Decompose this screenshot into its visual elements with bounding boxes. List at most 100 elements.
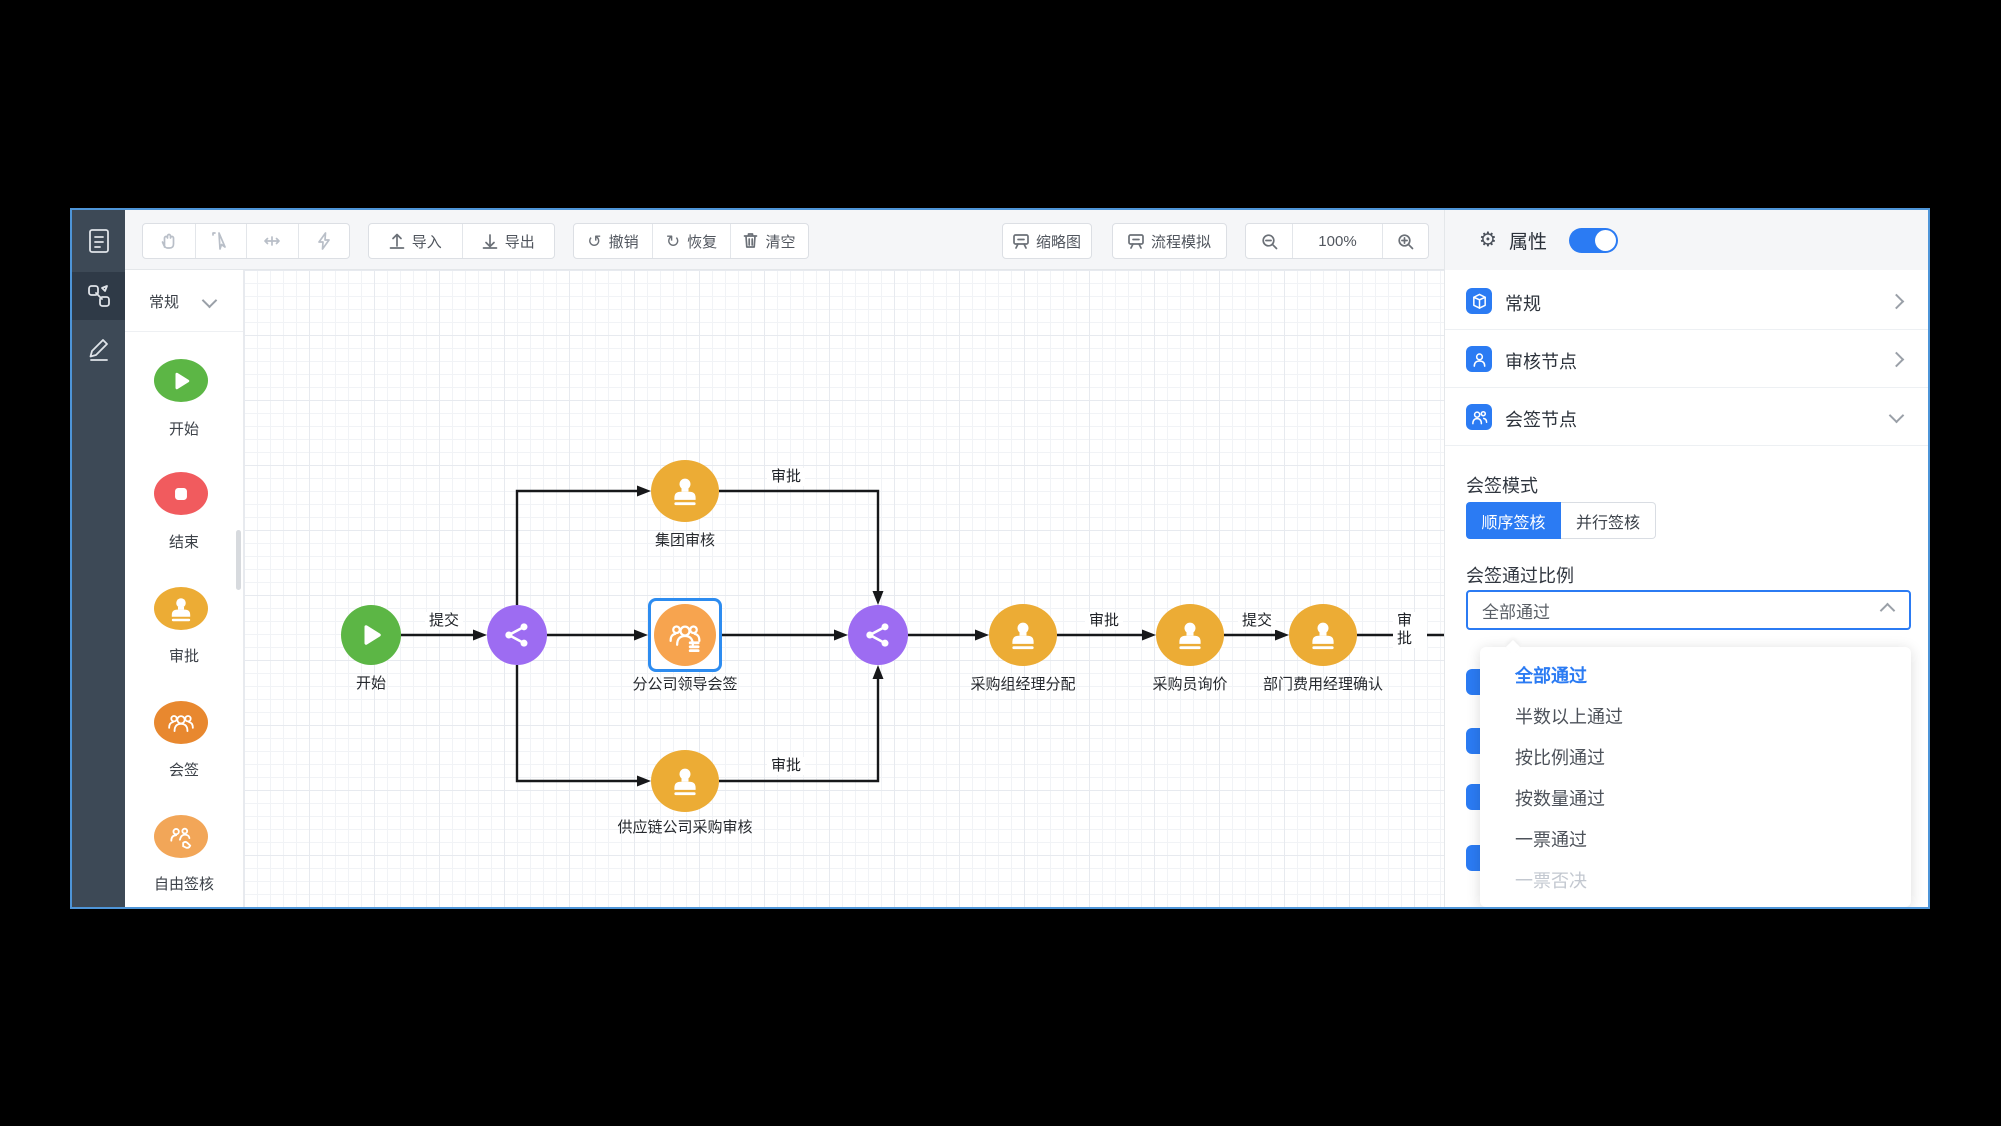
edge-label: 审批 bbox=[766, 468, 806, 486]
section-review-node[interactable]: 审核节点 bbox=[1445, 330, 1928, 388]
approval-node-icon bbox=[1156, 604, 1224, 666]
node-label: 供应链公司采购审核 bbox=[617, 819, 753, 836]
people-icon bbox=[1466, 404, 1492, 430]
clear-label: 清空 bbox=[765, 233, 796, 251]
redo-icon: ↻ bbox=[665, 231, 681, 251]
tool-button-group bbox=[142, 223, 350, 259]
edit-button-group: ↺ 撤销 ↻ 恢复 清空 bbox=[573, 223, 809, 259]
sign-mode-label: 会签模式 bbox=[1466, 476, 1538, 496]
flow-icon[interactable] bbox=[72, 272, 125, 320]
activity-bar bbox=[72, 210, 125, 907]
node-branch-lead-countersign-selected[interactable] bbox=[648, 598, 722, 672]
node-buyer-inquiry[interactable] bbox=[1156, 604, 1224, 666]
properties-header: ⚙ 属性 bbox=[1444, 210, 1928, 270]
simulate-button-wrap: 流程模拟 bbox=[1112, 223, 1227, 259]
chevron-down-icon bbox=[201, 292, 218, 309]
section-general[interactable]: 常规 bbox=[1445, 272, 1928, 330]
person-icon bbox=[1466, 346, 1492, 372]
node-gateway-2[interactable] bbox=[848, 605, 908, 665]
move-tool-button[interactable] bbox=[246, 224, 298, 258]
undo-label: 撤销 bbox=[608, 233, 639, 251]
properties-title: 属性 bbox=[1508, 231, 1547, 253]
section-countersign-node[interactable]: 会签节点 bbox=[1445, 388, 1928, 446]
pass-ratio-label: 会签通过比例 bbox=[1466, 566, 1574, 586]
import-button[interactable]: 导入 bbox=[369, 224, 462, 258]
node-gateway-1[interactable] bbox=[487, 605, 547, 665]
node-group-review[interactable] bbox=[651, 460, 719, 522]
edge-label: 审批 bbox=[766, 757, 806, 775]
dropdown-option-by-count[interactable]: 按数量通过 bbox=[1515, 789, 1605, 809]
node-start[interactable] bbox=[341, 605, 401, 665]
edge-gateway1-group-review bbox=[515, 489, 639, 605]
simulate-icon bbox=[1128, 234, 1144, 249]
io-button-group: 导入 导出 bbox=[368, 223, 555, 259]
form-icon[interactable] bbox=[72, 217, 125, 265]
node-purchase-group-mgr[interactable] bbox=[989, 604, 1057, 666]
approval-node-icon bbox=[154, 587, 208, 630]
chevron-right-icon bbox=[1888, 293, 1905, 310]
free-sign-node-icon bbox=[154, 815, 208, 858]
trash-icon bbox=[744, 233, 758, 248]
palette-scrollbar[interactable] bbox=[236, 530, 241, 590]
node-label: 采购员询价 bbox=[1152, 676, 1228, 693]
zoom-out-button[interactable] bbox=[1246, 224, 1292, 258]
flow-edges[interactable] bbox=[244, 270, 1444, 907]
approval-node-icon bbox=[651, 750, 719, 812]
redo-button[interactable]: ↻ 恢复 bbox=[652, 224, 730, 258]
countersign-node-icon bbox=[154, 701, 208, 744]
sign-mode-sequential[interactable]: 顺序签核 bbox=[1466, 502, 1561, 539]
approval-node-icon bbox=[651, 460, 719, 522]
clear-button[interactable]: 清空 bbox=[730, 224, 808, 258]
sign-mode-parallel[interactable]: 并行签核 bbox=[1561, 502, 1656, 539]
dropdown-option-one-vote-pass[interactable]: 一票通过 bbox=[1515, 830, 1587, 850]
dropdown-option-all-pass[interactable]: 全部通过 bbox=[1515, 666, 1587, 686]
undo-icon: ↺ bbox=[587, 231, 602, 251]
palette-header-label: 常规 bbox=[149, 294, 180, 311]
zoom-in-icon bbox=[1398, 233, 1414, 249]
select-tool-button[interactable] bbox=[194, 224, 247, 258]
pass-ratio-value: 全部通过 bbox=[1482, 602, 1550, 622]
dropdown-option-one-vote-veto[interactable]: 一票否决 bbox=[1515, 871, 1587, 891]
dropdown-option-by-ratio[interactable]: 按比例通过 bbox=[1515, 748, 1605, 768]
hand-tool-button[interactable] bbox=[143, 224, 195, 258]
toggle-knob bbox=[1594, 229, 1616, 251]
undo-button[interactable]: ↺ 撤销 bbox=[574, 224, 652, 258]
gear-icon: ⚙ bbox=[1479, 229, 1497, 251]
node-label: 分公司领导会签 bbox=[632, 676, 738, 693]
simulate-button[interactable]: 流程模拟 bbox=[1113, 224, 1226, 258]
chevron-up-icon bbox=[1879, 602, 1896, 618]
flow-editor-window: 导入 导出 ↺ 撤销 ↻ 恢复 清空 缩略图 bbox=[70, 208, 1930, 909]
chevron-down-icon bbox=[1888, 407, 1905, 424]
properties-toggle[interactable] bbox=[1568, 227, 1618, 253]
properties-panel: 常规 审核节点 会签节点 会签模式 顺序签核 并行签核 会签通过比例 全部通过 bbox=[1444, 270, 1928, 907]
pencil-icon[interactable] bbox=[72, 325, 125, 373]
zoom-level: 100% bbox=[1292, 224, 1381, 258]
node-dept-expense-mgr[interactable] bbox=[1289, 604, 1357, 666]
flow-canvas[interactable]: 提交 审批 审批 审批 提交 审批 开始 集团审核 分公司领导会 bbox=[244, 270, 1444, 907]
edge-label: 提交 bbox=[1237, 612, 1277, 630]
import-label: 导入 bbox=[411, 233, 442, 251]
minimap-button-wrap: 缩略图 bbox=[1002, 223, 1092, 259]
zoom-control-group: 100% bbox=[1245, 223, 1429, 259]
pass-ratio-dropdown: 全部通过 半数以上通过 按比例通过 按数量通过 一票通过 一票否决 bbox=[1480, 647, 1911, 907]
branch-icon bbox=[848, 605, 908, 665]
pass-ratio-select[interactable]: 全部通过 bbox=[1466, 590, 1911, 630]
node-supplychain-review[interactable] bbox=[651, 750, 719, 812]
approval-node-icon bbox=[989, 604, 1057, 666]
general-icon bbox=[1466, 288, 1492, 314]
redo-label: 恢复 bbox=[687, 233, 718, 251]
edge-label: 提交 bbox=[424, 612, 464, 630]
chevron-right-icon bbox=[1888, 351, 1905, 368]
simulate-label: 流程模拟 bbox=[1150, 233, 1211, 251]
flash-tool-button[interactable] bbox=[297, 224, 350, 258]
minimap-button[interactable]: 缩略图 bbox=[1003, 224, 1091, 258]
dropdown-option-majority[interactable]: 半数以上通过 bbox=[1515, 707, 1623, 727]
node-label: 集团审核 bbox=[654, 532, 715, 549]
node-label: 开始 bbox=[355, 675, 386, 692]
export-button[interactable]: 导出 bbox=[461, 224, 555, 258]
zoom-in-button[interactable] bbox=[1381, 224, 1429, 258]
palette-header[interactable]: 常规 bbox=[125, 270, 243, 332]
export-label: 导出 bbox=[504, 233, 535, 251]
toolbar: 导入 导出 ↺ 撤销 ↻ 恢复 清空 缩略图 bbox=[125, 210, 1928, 270]
